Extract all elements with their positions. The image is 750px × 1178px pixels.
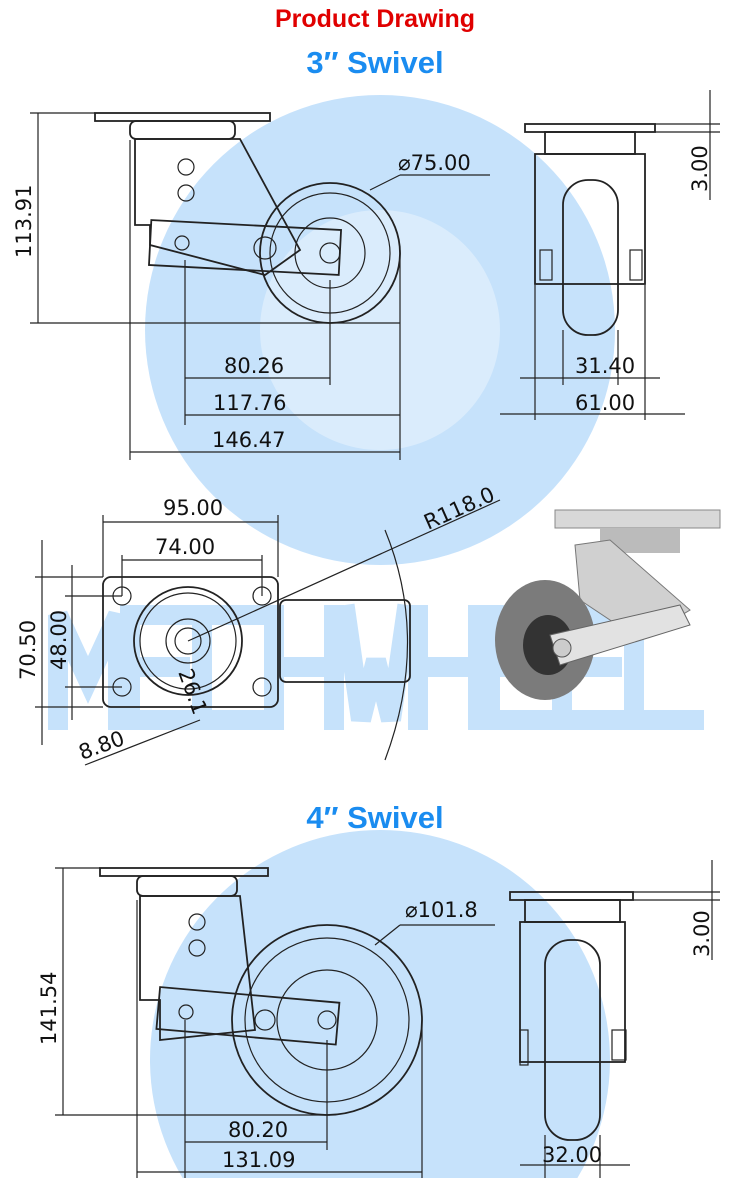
dim-wheel-diameter-4in: ⌀101.8 [405, 898, 478, 922]
product-photo [495, 509, 721, 700]
dim-overall-width-3in: 61.00 [575, 391, 635, 415]
side-view-4in [55, 867, 495, 1178]
dim-plate-width-3in: 95.00 [163, 496, 223, 520]
dim-plate-thickness-4in: 3.00 [690, 910, 714, 957]
dim-plate-thickness-3in: 3.00 [688, 145, 712, 192]
dim-bolt-spacing-d-3in: 48.00 [47, 610, 71, 670]
front-view-4in [509, 860, 720, 1178]
section-title-4in: 4″ Swivel [306, 800, 444, 835]
dim-height-3in: 113.91 [12, 185, 36, 258]
section-title-3in: 3″ Swivel [306, 45, 444, 80]
dim-plate-depth-3in: 70.50 [16, 620, 40, 680]
page-title: Product Drawing [274, 5, 475, 33]
dim-length-total-3in: 146.47 [212, 428, 285, 452]
top-view-3in [35, 499, 501, 766]
dim-length-a-3in: 117.76 [213, 391, 286, 415]
dim-height-4in: 141.54 [37, 972, 61, 1045]
dim-bolt-spacing-w-3in: 74.00 [155, 535, 215, 559]
dim-wheel-width-4in: 32.00 [542, 1143, 602, 1167]
dim-length-total-4in: 131.09 [222, 1148, 295, 1172]
dim-offset-4in: 80.20 [228, 1118, 288, 1142]
dim-wheel-width-3in: 31.40 [575, 354, 635, 378]
dim-offset-3in: 80.26 [224, 354, 284, 378]
front-view-3in [500, 90, 720, 420]
side-view-3in [30, 112, 490, 460]
dim-wheel-diameter-3in: ⌀75.00 [398, 151, 471, 175]
